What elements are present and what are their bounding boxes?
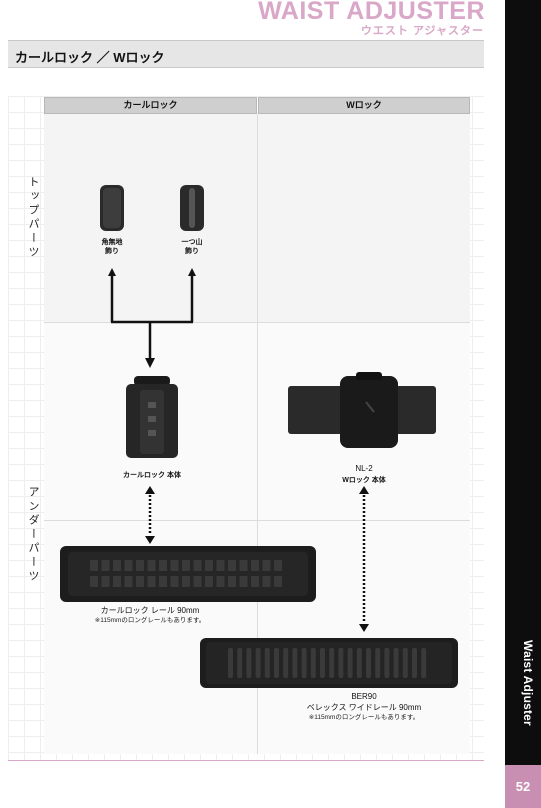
rail-tooth: [228, 560, 236, 571]
rail-rib: [310, 648, 316, 678]
column-header-curl: カールロック: [44, 97, 257, 114]
rail-rib: [264, 648, 270, 678]
rail-rib: [283, 648, 289, 678]
rail-tooth: [182, 560, 190, 571]
rail-tooth: [205, 576, 213, 587]
rail-tooth: [136, 576, 144, 587]
rail-rib: [338, 648, 344, 678]
rail-tooth: [170, 560, 179, 571]
rail-rib: [375, 648, 381, 678]
side-strip-label: Waist Adjuster: [521, 640, 535, 726]
rail-rib: [228, 648, 233, 678]
rail-tooth: [124, 576, 133, 587]
rail-tooth: [251, 576, 259, 587]
rail-tooth: [193, 560, 202, 571]
bottom-rule: [8, 760, 484, 761]
row-divider-2: [44, 520, 470, 521]
rail-tooth: [101, 576, 110, 587]
row-label-top: トップパーツ: [27, 176, 39, 260]
side-strip: [505, 0, 541, 808]
rail-tooth: [113, 576, 121, 587]
rail-tooth: [262, 576, 271, 587]
rail-rib: [384, 648, 390, 678]
row-divider: [44, 322, 470, 323]
curl-rail-name: カールロック レール 90mm: [100, 606, 200, 615]
rail-rib: [412, 648, 417, 678]
rail-rib: [237, 648, 243, 678]
page-number: 52: [505, 765, 541, 808]
rail-tooth: [262, 560, 271, 571]
rail-tooth: [159, 576, 167, 587]
header-subtitle: ウエスト アジャスター: [360, 25, 484, 37]
rail-tooth: [251, 560, 259, 571]
ber-note: ※115mmのロングレールもあります。: [308, 714, 420, 721]
ber-code: BER90: [351, 692, 377, 701]
rail-rib: [274, 648, 279, 678]
rail-tooth: [136, 560, 144, 571]
curl-body-label: カールロック 本体: [123, 472, 181, 479]
nl2-code: NL-2: [355, 464, 373, 473]
top-part-label-b: 一つ山 飾り: [181, 239, 203, 255]
ber-name: ベレックス ワイドレール 90mm: [306, 703, 422, 712]
rail-tooth: [205, 560, 213, 571]
section-bar: カールロック ／ Wロック: [8, 40, 484, 68]
connector-lines: [108, 268, 196, 368]
rail-tooth: [147, 560, 156, 571]
rail-rib: [320, 648, 325, 678]
rail-tooth: [113, 560, 121, 571]
single-peak-clip-image: [180, 185, 204, 231]
rail-tooth: [90, 560, 98, 571]
panel-top-right: [258, 114, 470, 322]
column-divider: [257, 114, 258, 754]
section-title: カールロック ／ Wロック: [15, 50, 165, 65]
rail-rib: [402, 648, 408, 678]
column-header-w: Wロック: [258, 97, 470, 114]
nl2-name: Wロック 本体: [342, 477, 386, 484]
curl-lock-rail-image: [60, 546, 316, 602]
rail-rib: [347, 648, 353, 678]
rail-rib: [292, 648, 298, 678]
rail-tooth: [274, 576, 282, 587]
rail-rib: [329, 648, 335, 678]
rail-tooth: [274, 560, 282, 571]
rail-rib: [301, 648, 307, 678]
rail-rib: [356, 648, 362, 678]
dotted-arrow-right: [359, 486, 369, 632]
rail-tooth: [124, 560, 133, 571]
curl-lock-body-image: [126, 376, 178, 458]
rail-rib: [246, 648, 252, 678]
rail-tooth: [90, 576, 98, 587]
rail-tooth: [159, 560, 167, 571]
dotted-arrow-left: [145, 486, 155, 544]
rail-tooth: [193, 576, 202, 587]
rail-tooth: [239, 560, 248, 571]
panel-top-left: [44, 114, 257, 322]
rail-rib: [366, 648, 371, 678]
rail-tooth: [170, 576, 179, 587]
rail-rib: [421, 648, 427, 678]
top-part-label-a: 角無地 飾り: [101, 239, 123, 255]
rail-rib: [255, 648, 261, 678]
rail-tooth: [147, 576, 156, 587]
rail-rib: [393, 648, 399, 678]
rail-tooth: [216, 576, 225, 587]
rail-tooth: [228, 576, 236, 587]
square-clip-image: [100, 185, 124, 231]
curl-rail-note: ※115mmのロングレールもあります。: [94, 617, 206, 624]
rail-tooth: [239, 576, 248, 587]
wide-rail-image: [200, 638, 458, 688]
row-label-under: アンダーパーツ: [27, 486, 39, 584]
header-title: WAIST ADJUSTER: [258, 0, 485, 25]
rail-tooth: [216, 560, 225, 571]
rail-tooth: [182, 576, 190, 587]
w-lock-body-image: [288, 372, 436, 448]
rail-tooth: [101, 560, 110, 571]
